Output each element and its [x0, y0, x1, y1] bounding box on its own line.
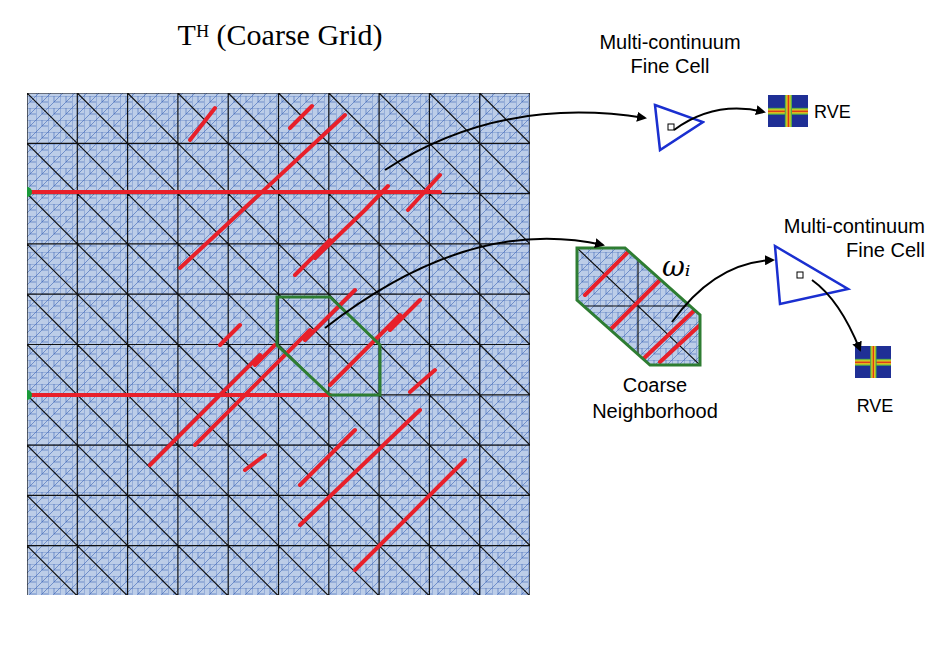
rve-cell: RVE — [845, 338, 905, 425]
fine-cell-triangle — [645, 100, 705, 155]
coarse-neighborhood: ωᵢCoarse Neighborhood — [570, 240, 750, 435]
arrow-connector — [325, 239, 603, 328]
rve-label: RVE — [845, 396, 905, 417]
rve-image — [855, 346, 891, 378]
grid-title: Tᴴ (Coarse Grid) — [20, 18, 540, 52]
fine-cell-heading: Multi-continuum Fine Cell — [750, 214, 925, 262]
rve-label: RVE — [814, 102, 851, 123]
rve-cell: RVE — [766, 92, 856, 132]
fine-cell: Multi-continuum Fine Cell — [725, 210, 935, 310]
coarse-grid: Tᴴ (Coarse Grid) — [20, 8, 540, 600]
coarse-grid-mesh — [27, 93, 530, 595]
fine-cell: Multi-continuum Fine Cell — [585, 30, 755, 160]
arrow-connector — [385, 113, 645, 170]
neighborhood-symbol: ωᵢ — [662, 250, 690, 283]
fine-cell-heading: Multi-continuum Fine Cell — [585, 30, 755, 78]
rve-image — [768, 95, 808, 127]
arrow-connector — [674, 109, 764, 130]
arrow-connector — [812, 280, 860, 350]
neighborhood-label: Coarse Neighborhood — [570, 372, 740, 424]
fine-cell-triangle — [770, 242, 855, 318]
arrow-connector — [672, 260, 773, 322]
